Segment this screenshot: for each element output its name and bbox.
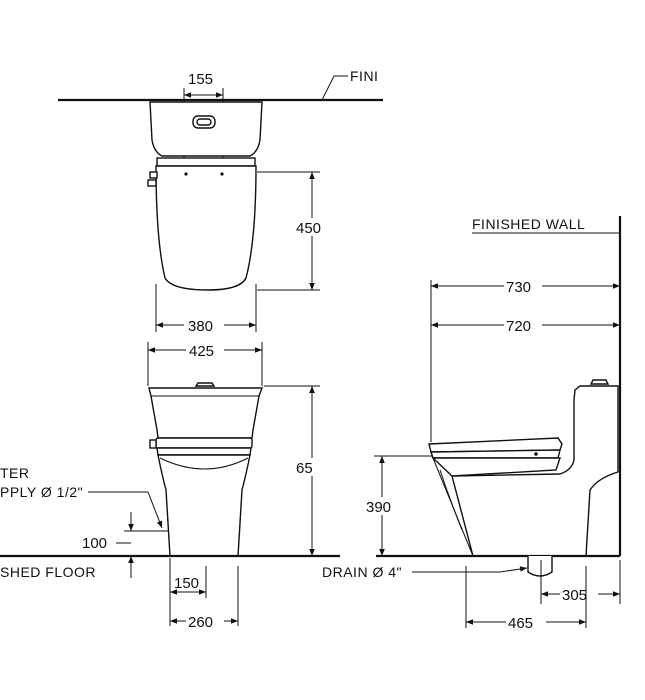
drain-label: DRAIN Ø 4"	[322, 564, 402, 580]
dim-150-label: 150	[174, 575, 199, 592]
dim-390-label: 390	[366, 499, 391, 516]
drain-pipe	[527, 556, 553, 577]
dim-260-label: 260	[188, 614, 213, 631]
top-finished-wall-label: FINI	[350, 68, 378, 84]
seat-top-outline	[155, 165, 257, 291]
water-supply-leader	[147, 491, 163, 529]
front-view: 425 65 TER PPLY Ø 1/2" 100 SHED FLOO	[0, 341, 340, 631]
top-view: FINI 155 450 380	[58, 68, 383, 335]
dim-655-label: 65	[296, 460, 313, 477]
dim-720-label: 720	[506, 318, 531, 335]
water-supply-label-line2: PPLY Ø 1/2"	[0, 484, 83, 500]
dim-305-label: 305	[562, 587, 587, 604]
finished-floor-label: SHED FLOOR	[0, 564, 96, 580]
side-view: FINISHED WALL 730 720 390 DRAIN Ø 4"	[322, 216, 622, 632]
drain-leader	[499, 566, 528, 573]
side-finished-wall-label: FINISHED WALL	[472, 216, 585, 232]
dim-380-label: 380	[188, 318, 213, 335]
dim-155-label: 155	[188, 71, 213, 88]
top-wall-leader	[321, 75, 335, 101]
dim-425-label: 425	[189, 343, 214, 360]
dim-450-label: 450	[296, 220, 321, 237]
seat-front	[155, 437, 253, 449]
dim-730-label: 730	[506, 279, 531, 296]
bowl-front-outline	[157, 454, 251, 557]
bowl-side-outline	[431, 457, 561, 477]
dim-465-label: 465	[508, 615, 533, 632]
water-supply-label-line1: TER	[0, 465, 30, 481]
seat-side	[428, 437, 563, 453]
dim-100-label: 100	[82, 535, 107, 552]
tank-top-outline	[149, 101, 263, 157]
